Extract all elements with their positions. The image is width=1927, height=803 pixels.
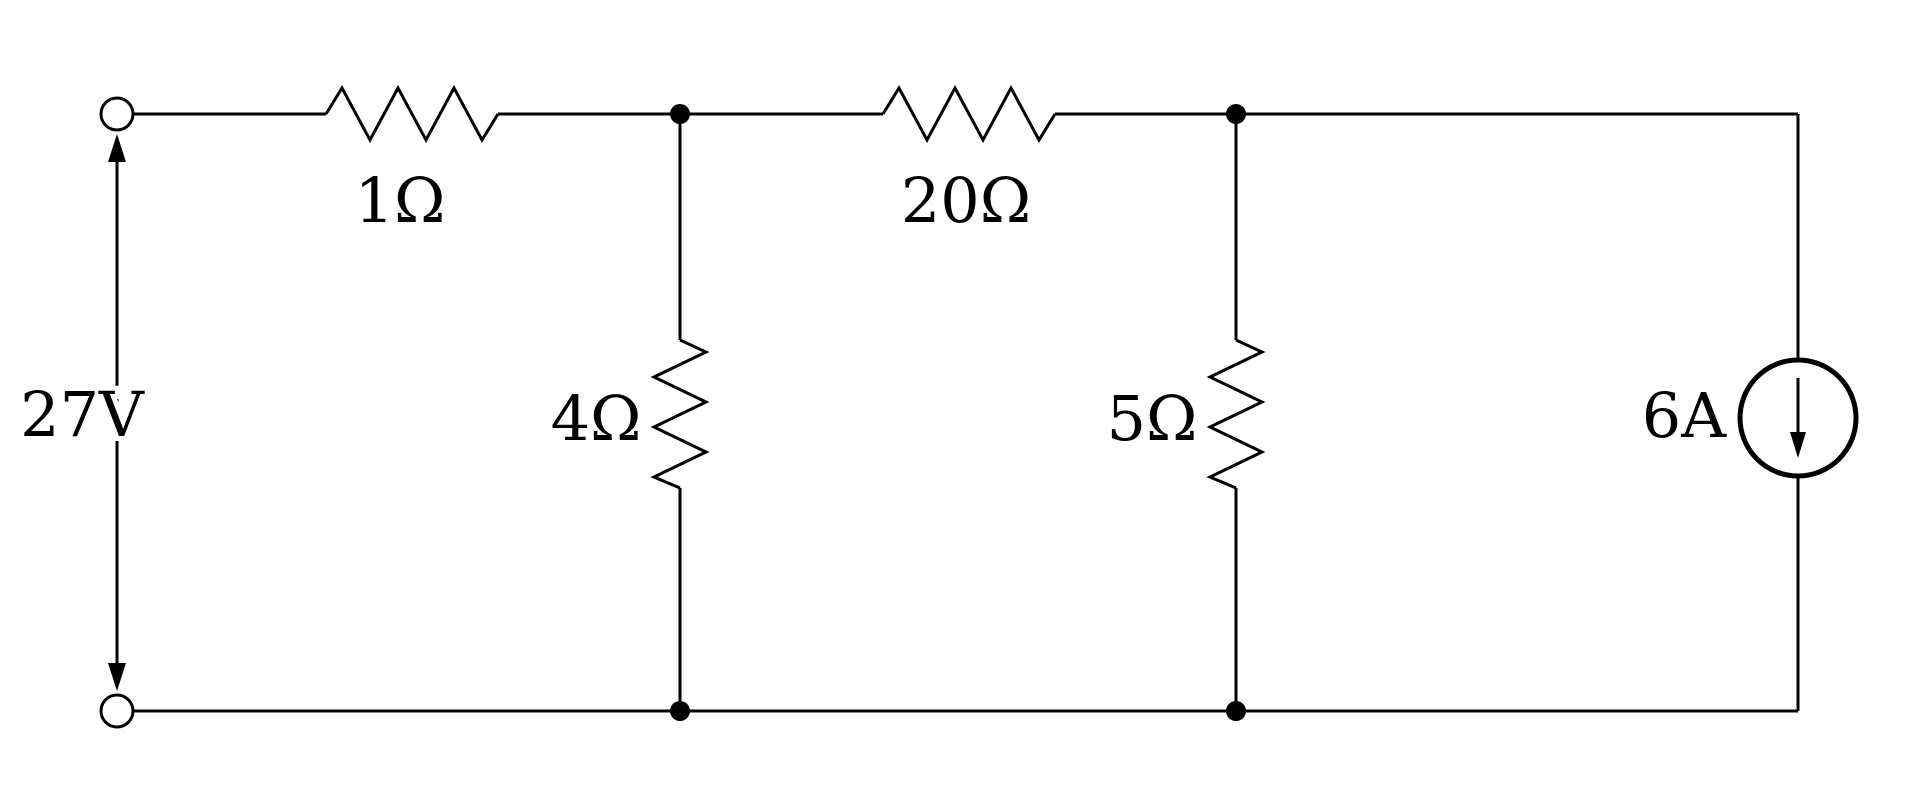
voltage-source-label: 27V bbox=[20, 378, 145, 451]
resistor-r3-label: 20Ω bbox=[901, 164, 1031, 237]
voltage-source: 27V bbox=[15, 96, 150, 729]
current-source-label: 6A bbox=[1642, 379, 1727, 452]
node-dot-bottom-left bbox=[670, 701, 690, 721]
current-source-arrow-down-icon bbox=[1790, 432, 1806, 458]
node-dot-top-right bbox=[1226, 104, 1246, 124]
current-source: 6A bbox=[1642, 357, 1859, 479]
resistor-r4-zigzag-icon bbox=[1206, 338, 1266, 490]
resistor-r3-zigzag-icon bbox=[881, 84, 1057, 144]
resistor-r2-label: 4Ω bbox=[551, 382, 642, 455]
terminal-top-icon bbox=[99, 96, 135, 132]
resistor-r1-label: 1Ω bbox=[355, 164, 446, 237]
voltage-arrow-down-icon bbox=[108, 663, 126, 691]
resistor-r1-zigzag-icon bbox=[324, 84, 500, 144]
node-dot-top-left bbox=[670, 104, 690, 124]
terminal-bottom-icon bbox=[99, 693, 135, 729]
current-source-circle-icon bbox=[1737, 357, 1859, 479]
resistor-r4-label: 5Ω bbox=[1107, 382, 1198, 455]
node-dot-bottom-right bbox=[1226, 701, 1246, 721]
resistor-r2-zigzag-icon bbox=[650, 338, 710, 490]
voltage-arrow-up-icon bbox=[108, 134, 126, 162]
